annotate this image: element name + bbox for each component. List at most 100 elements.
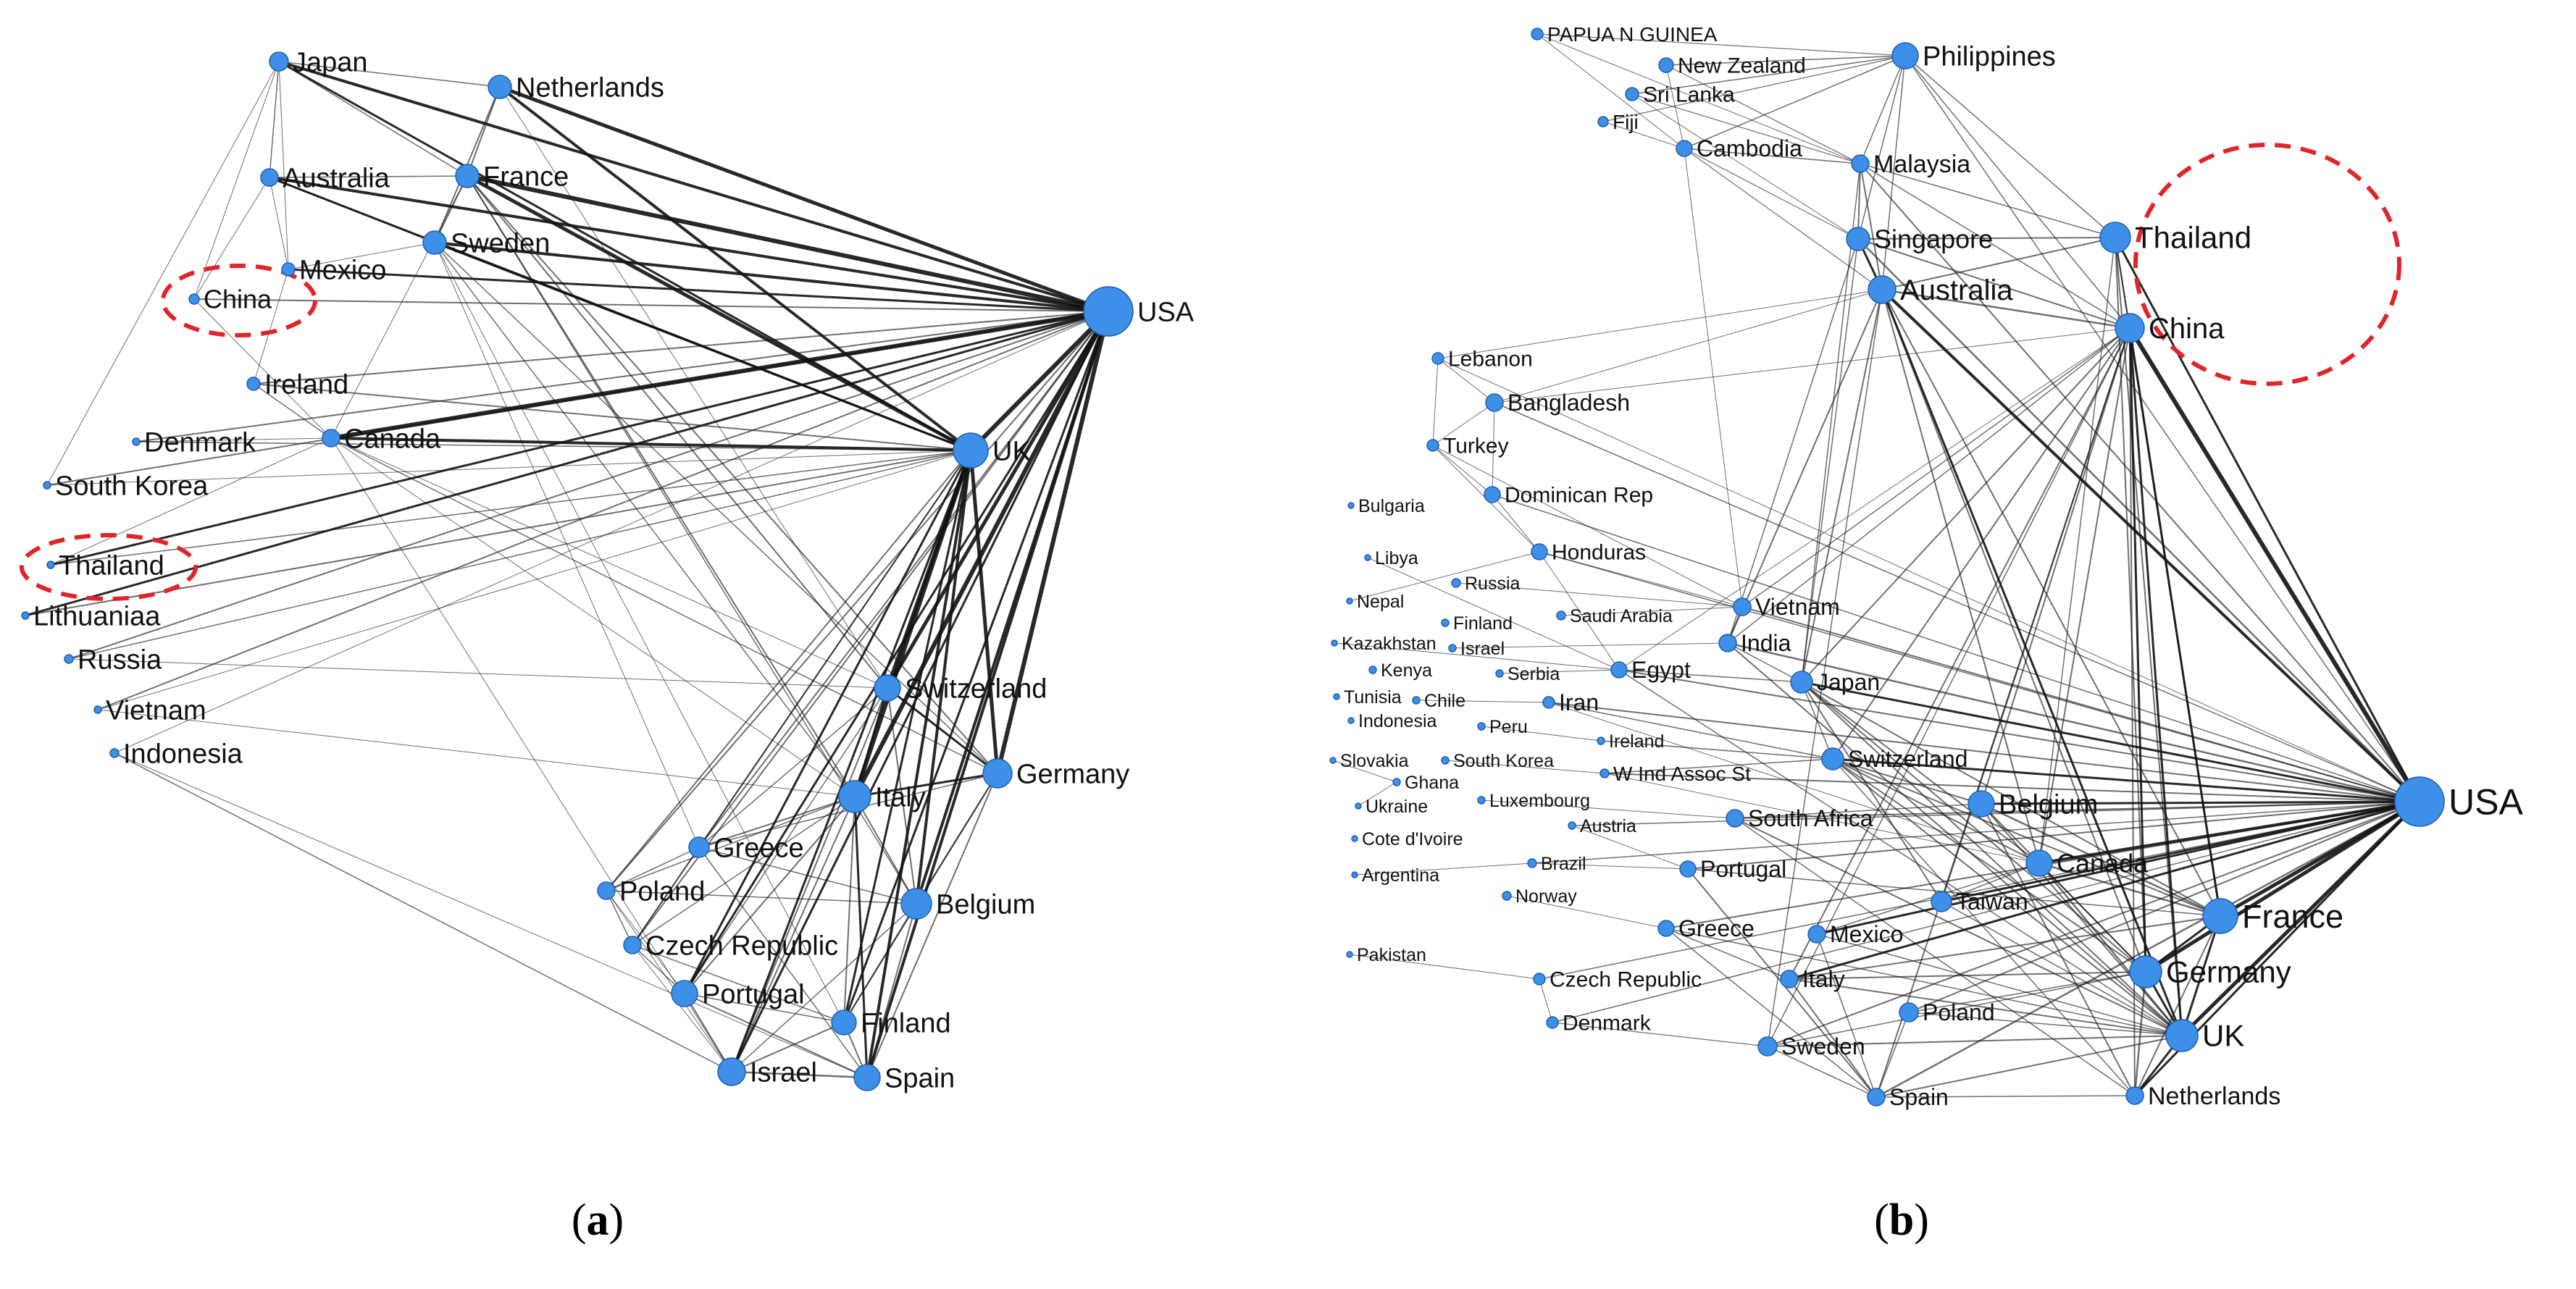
node-b-peru xyxy=(1477,722,1486,731)
node-a-japan xyxy=(269,51,289,72)
node-b-kenya xyxy=(1368,666,1377,674)
edge-b-papua-n-guinea-to-philippines xyxy=(1536,33,1906,56)
edge-b-japan-to-switzerland xyxy=(1801,681,1833,760)
node-a-lithuaniaa xyxy=(21,611,30,620)
edge-b-czech-republic-to-usa xyxy=(1539,801,2420,980)
edge-a-japan-to-netherlands xyxy=(278,61,501,88)
node-label-b-indonesia: Indonesia xyxy=(1358,711,1437,731)
edge-b-spain-to-uk xyxy=(1875,1035,2183,1098)
node-b-honduras xyxy=(1531,543,1548,560)
highlight-ring-b-1 xyxy=(2133,143,2401,386)
edge-b-china-to-sweden xyxy=(1767,327,2130,1047)
edge-b-singapore-to-india xyxy=(1727,238,1859,644)
node-label-b-papua-n-guinea: PAPUA N GUINEA xyxy=(1547,23,1718,46)
edge-b-greece-to-uk xyxy=(1665,928,2183,1036)
edge-b-slovakia-to-ghana xyxy=(1332,760,1397,783)
edge-a-belgium-to-finland xyxy=(843,903,917,1023)
edge-a-italy-to-israel xyxy=(731,796,856,1072)
node-b-nepal xyxy=(1346,597,1353,605)
edge-b-luxembourg-to-south-africa xyxy=(1481,799,1736,819)
edge-b-norway-to-greece xyxy=(1506,895,1667,929)
node-b-norway xyxy=(1502,891,1512,901)
edge-a-usa-to-israel xyxy=(730,311,1110,1072)
node-a-china xyxy=(188,293,200,305)
node-label-b-cambodia: Cambodia xyxy=(1697,135,1802,161)
node-label-a-italy: Italy xyxy=(875,782,926,813)
edge-b-philippines-to-malaysia xyxy=(1860,55,1906,164)
edge-a-canada-to-italy xyxy=(330,437,856,797)
edge-a-russia-to-switzerland xyxy=(68,658,888,689)
edge-b-belgium-to-france xyxy=(1981,802,2221,918)
node-a-czech-republic xyxy=(623,936,642,954)
edge-b-australia-to-sweden xyxy=(1767,289,1883,1047)
node-label-b-argentina: Argentina xyxy=(1362,865,1439,886)
node-label-b-ireland: Ireland xyxy=(1609,731,1664,752)
node-b-uk xyxy=(2165,1019,2199,1052)
edge-a-japan-to-mexico xyxy=(278,61,289,270)
node-label-b-south-africa: South Africa xyxy=(1748,805,1873,831)
edge-a-italy-to-greece xyxy=(698,796,856,848)
node-label-a-greece: Greece xyxy=(714,833,804,863)
edge-b-greece-to-italy xyxy=(1665,928,1790,980)
edge-a-italy-to-belgium xyxy=(854,796,917,904)
edge-a-france-to-uk xyxy=(466,174,972,453)
edge-a-indonesia-to-israel xyxy=(114,752,732,1072)
caption-b-letter: b xyxy=(1889,1196,1915,1245)
edge-b-australia-to-india xyxy=(1727,289,1883,644)
edge-a-italy-to-spain xyxy=(853,796,869,1078)
node-label-a-usa: USA xyxy=(1137,297,1195,327)
node-label-a-spain: Spain xyxy=(885,1063,955,1093)
node-a-uk xyxy=(953,432,989,469)
node-b-vietnam xyxy=(1733,597,1752,616)
edge-b-thailand-to-canada xyxy=(2038,237,2116,864)
node-b-netherlands xyxy=(2125,1086,2144,1105)
edge-a-ireland-to-usa xyxy=(253,311,1109,385)
node-b-ghana xyxy=(1392,778,1401,786)
edge-b-denmark-to-usa xyxy=(1552,801,2420,1023)
edge-b-egypt-to-japan xyxy=(1618,669,1802,683)
node-label-b-malaysia: Malaysia xyxy=(1873,151,1970,178)
highlight-ring-a-2 xyxy=(20,533,198,601)
edge-b-bangladesh-to-china xyxy=(1494,327,2130,403)
edge-b-cambodia-to-malaysia xyxy=(1684,148,1861,164)
node-label-a-switzerland: Switzerland xyxy=(905,673,1047,704)
node-label-b-kazakhstan: Kazakhstan xyxy=(1342,634,1437,654)
node-label-b-new-zealand: New Zealand xyxy=(1678,54,1806,78)
node-a-sweden xyxy=(422,230,447,255)
edge-b-australia-to-japan xyxy=(1801,289,1883,683)
node-b-czech-republic xyxy=(1533,973,1546,986)
node-label-b-portugal: Portugal xyxy=(1700,856,1786,882)
node-b-india xyxy=(1718,634,1737,652)
edge-a-greece-to-czech-republic xyxy=(632,847,700,946)
node-b-australia xyxy=(1868,275,1897,304)
edge-b-australia-to-thailand xyxy=(1881,237,2116,290)
edge-a-russia-to-uk xyxy=(68,450,971,660)
edge-b-w-ind-assoc-st-to-switzerland xyxy=(1604,758,1833,774)
edge-b-bangladesh-to-australia xyxy=(1494,289,1883,403)
edge-b-kazakhstan-to-egypt xyxy=(1334,642,1620,671)
node-b-germany xyxy=(2129,955,2162,988)
edge-b-south-korea-to-w-ind-assoc-st xyxy=(1444,760,1605,774)
node-b-chile xyxy=(1412,696,1421,705)
node-label-a-denmark: Denmark xyxy=(144,427,256,458)
node-label-b-bulgaria: Bulgaria xyxy=(1358,496,1425,516)
edge-b-malaysia-to-australia xyxy=(1860,163,1883,290)
edge-a-italy-to-poland xyxy=(606,796,856,891)
node-b-new-zealand xyxy=(1658,57,1674,73)
edge-b-austria-to-portugal xyxy=(1571,825,1689,870)
edge-b-vietnam-to-china xyxy=(1741,327,2130,608)
node-b-egypt xyxy=(1610,661,1628,679)
edge-a-poland-to-czech-republic xyxy=(606,890,633,946)
edge-a-ireland-to-canada xyxy=(253,383,332,439)
node-label-a-czech-republic: Czech Republic xyxy=(645,931,838,961)
edge-a-switzerland-to-italy xyxy=(853,687,889,797)
edge-b-italy-to-usa xyxy=(1789,800,2420,981)
node-b-mexico xyxy=(1807,925,1826,944)
edge-b-egypt-to-china xyxy=(1618,327,2130,671)
edge-b-saudi-arabia-to-vietnam xyxy=(1560,606,1743,616)
node-b-ukraine xyxy=(1355,802,1362,810)
node-b-saudi-arabia xyxy=(1556,610,1566,621)
node-label-a-israel: Israel xyxy=(750,1057,817,1088)
edge-b-australia-to-china xyxy=(1881,288,2130,329)
